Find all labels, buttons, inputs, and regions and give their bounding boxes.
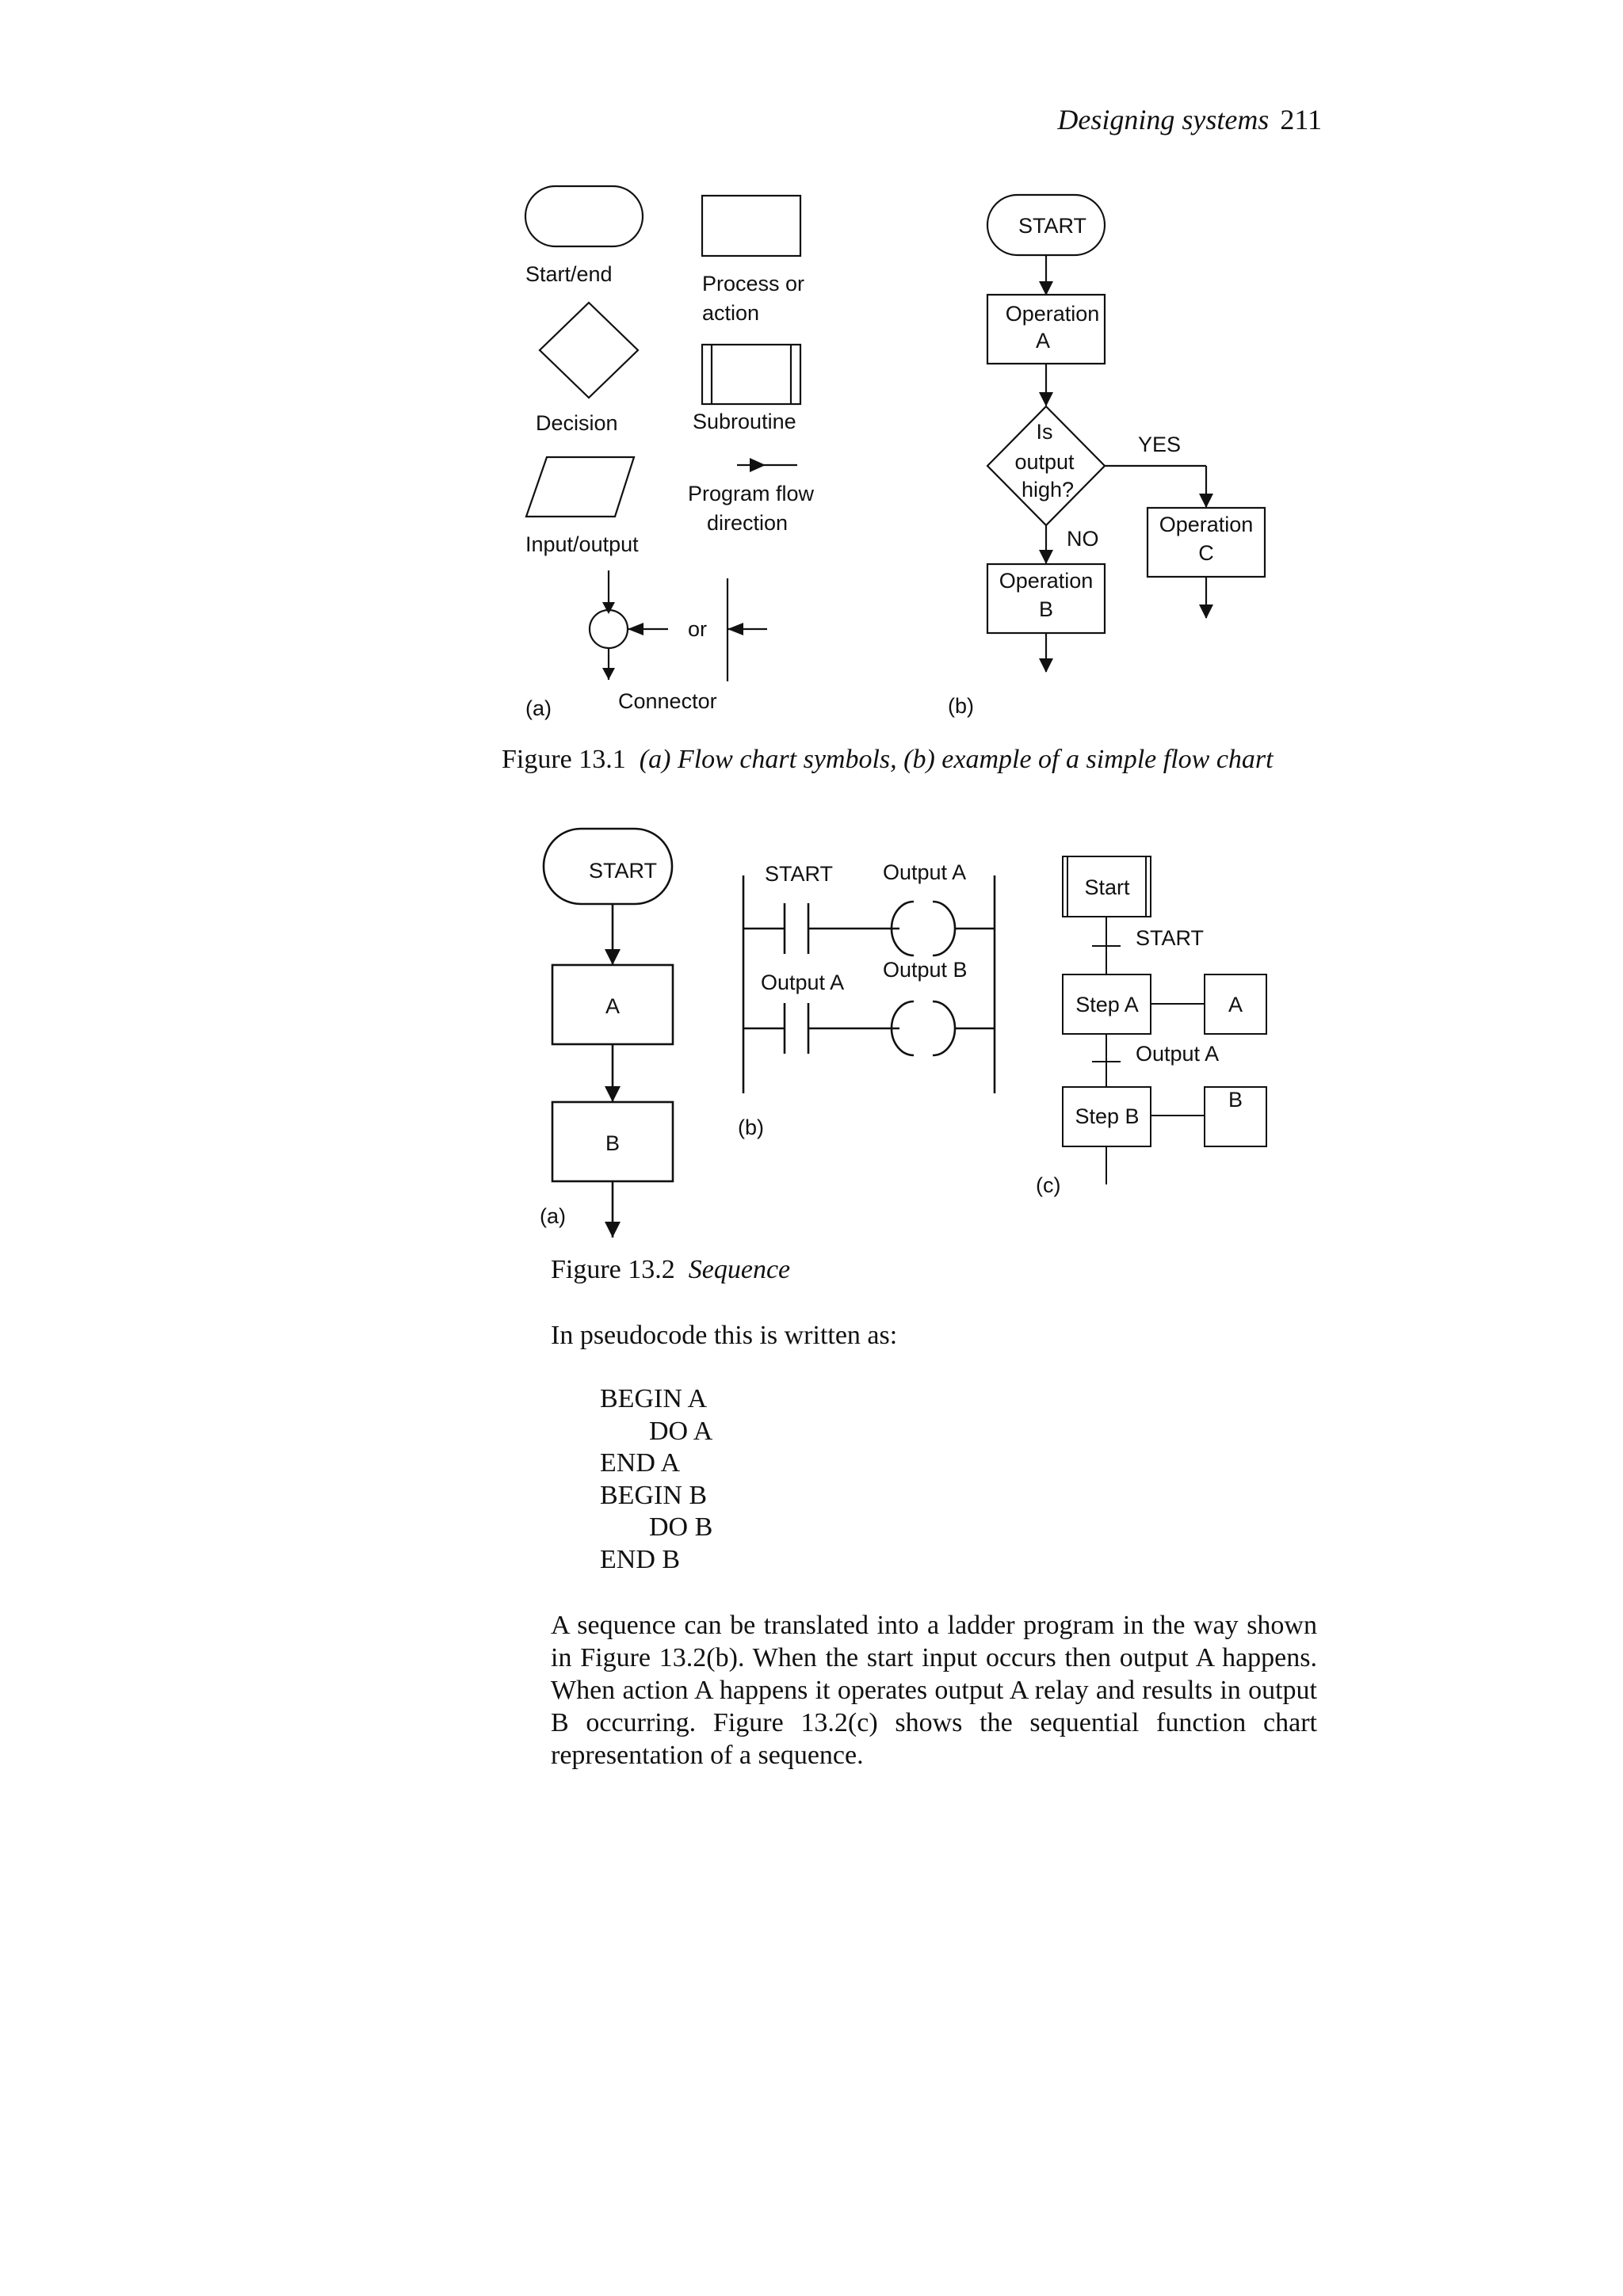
flow-no-label: NO: [1067, 527, 1099, 551]
flow-start-label: START: [1018, 214, 1086, 238]
header-title: Designing systems: [1057, 104, 1270, 135]
panel-label-2a: (a): [540, 1204, 566, 1228]
sfc-step-a-label: Step A: [1075, 993, 1139, 1016]
ladder-coil-output-b-label: Output B: [883, 958, 968, 982]
figure-13-2: START A B (a) START Output A Output A Ou…: [540, 827, 1267, 1238]
panel-label-a: (a): [525, 696, 552, 720]
running-header: Designing systems 211: [1057, 103, 1322, 136]
pseudocode-block: BEGIN A DO A END A BEGIN B DO B END B: [600, 1383, 712, 1576]
pseudocode-line: END B: [600, 1544, 681, 1574]
figure-13-2-caption-text: Sequence: [688, 1255, 791, 1284]
pseudocode-line: END A: [600, 1448, 681, 1478]
pseudocode-line: BEGIN A: [600, 1384, 708, 1413]
decision-symbol: [538, 301, 640, 399]
figure-13-1: Start/end Process or action Decision Sub…: [524, 185, 1266, 720]
sfc-transition-2-label: Output A: [1136, 1042, 1219, 1066]
ladder-coil-output-a-label: Output A: [883, 860, 966, 884]
sfc-step-b-label: Step B: [1075, 1104, 1139, 1128]
figure-13-1-number: Figure 13.1: [502, 745, 626, 774]
panel-label-b: (b): [948, 694, 974, 718]
flow-decision-line2: output: [1014, 450, 1075, 474]
pseudocode-line: DO A: [649, 1416, 713, 1446]
connector-symbol: [588, 608, 629, 650]
label-subroutine: Subroutine: [693, 410, 796, 433]
pseudocode-line: BEGIN B: [600, 1480, 708, 1510]
process-symbol: [701, 194, 802, 257]
coil-output-b: [890, 1000, 915, 1057]
label-program-flow-line2: direction: [707, 511, 788, 535]
flow-operation-c-line1: Operation: [1159, 513, 1254, 536]
body-paragraph: A sequence can be translated into a ladd…: [551, 1611, 1317, 1770]
figure-13-1-caption-text: (a) Flow chart symbols, (b) example of a…: [639, 745, 1274, 774]
figure-13-2-number: Figure 13.2: [551, 1255, 675, 1284]
panel-label-2c: (c): [1036, 1173, 1060, 1197]
subroutine-symbol: [701, 343, 802, 406]
seq-start: [542, 827, 674, 906]
ladder-contact-start-label: START: [765, 862, 833, 886]
sfc-start-label: Start: [1084, 875, 1130, 899]
label-decision: Decision: [536, 411, 618, 435]
label-input-output: Input/output: [525, 532, 639, 556]
sfc-action-b-label: B: [1228, 1088, 1243, 1112]
figure-13-2-caption: Figure 13.2 Sequence: [551, 1255, 790, 1285]
pseudocode-intro: In pseudocode this is written as:: [551, 1321, 898, 1350]
flow-yes-label: YES: [1138, 433, 1181, 456]
page-number: 211: [1280, 104, 1322, 135]
label-process-line2: action: [702, 301, 759, 325]
label-start-end: Start/end: [525, 262, 613, 286]
flow-decision-line3: high?: [1022, 478, 1074, 502]
flow-operation-b-line1: Operation: [999, 569, 1094, 593]
sfc-action-a-label: A: [1228, 993, 1243, 1016]
figure-13-1-caption: Figure 13.1 (a) Flow chart symbols, (b) …: [502, 745, 1274, 775]
panel-label-2b: (b): [738, 1116, 764, 1139]
label-process-line1: Process or: [702, 272, 804, 296]
label-program-flow-line1: Program flow: [688, 482, 815, 505]
flow-operation-c-line2: C: [1198, 541, 1214, 565]
terminal-symbol: [524, 185, 644, 248]
ladder-contact-output-a-label: Output A: [761, 971, 844, 994]
input-output-symbol: [525, 456, 636, 518]
sfc-action-a: [1204, 974, 1267, 1035]
label-or: or: [688, 617, 707, 641]
flow-operation-b-line2: B: [1039, 597, 1053, 621]
seq-start-label: START: [589, 859, 657, 883]
coil-output-a: [890, 900, 915, 957]
flow-operation-a-line2: A: [1036, 329, 1050, 353]
flow-operation-a-line1: Operation: [1006, 302, 1100, 326]
sfc-transition-1-label: START: [1136, 926, 1204, 950]
seq-box-a-label: A: [605, 994, 620, 1018]
label-connector: Connector: [618, 689, 717, 713]
seq-box-b-label: B: [605, 1131, 620, 1155]
pseudocode-line: DO B: [649, 1512, 713, 1542]
flow-decision-line1: Is: [1036, 420, 1052, 444]
sfc-action-b: [1204, 1086, 1267, 1147]
